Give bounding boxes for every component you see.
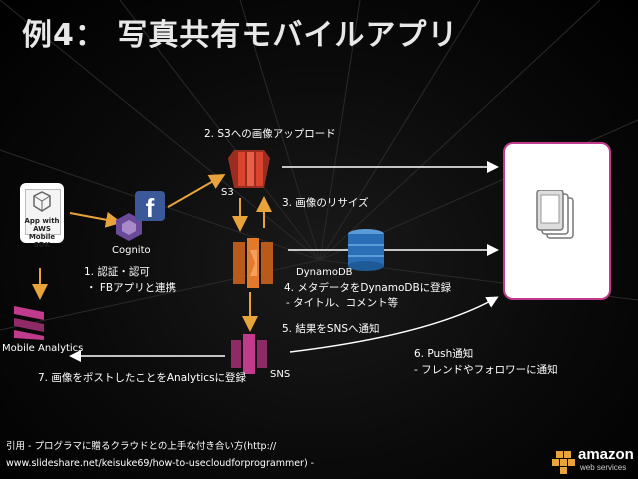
dynamodb-icon [348, 229, 384, 271]
step5-note: 5. 結果をSNSへ通知 [282, 323, 380, 335]
arrow-sns-to-device [289, 296, 499, 353]
step4-line2: - タイトル、コメント等 [286, 297, 399, 309]
step2-note: 2. S3への画像アップロード [204, 128, 336, 140]
lambda-icon [233, 238, 273, 288]
citation-line1: 引用 - プログラマに贈るクラウドとの上手な付き合い方(http:// [6, 441, 277, 452]
step1-line1: 1. 認証・認可 [84, 266, 150, 278]
devices-box [503, 142, 611, 300]
aws-logo-sub: web services [580, 463, 627, 472]
aws-cubes-icon [552, 451, 575, 474]
step6-line1: 6. Push通知 [414, 348, 474, 360]
devices-icon [536, 190, 574, 239]
facebook-icon: f [135, 191, 165, 223]
step3-note: 3. 画像のリサイズ [282, 197, 369, 209]
step1-line2: ・ FBアプリと連携 [86, 282, 177, 294]
cube-icon [33, 191, 51, 212]
mobile-analytics-icon [14, 306, 44, 340]
dynamodb-label: DynamoDB [296, 267, 353, 278]
aws-logo-word: amazon [578, 446, 634, 463]
sns-label: SNS [270, 369, 291, 380]
cognito-label: Cognito [112, 245, 151, 256]
mobile-analytics-label: Mobile Analytics [2, 343, 84, 354]
step7-note: 7. 画像をポストしたことをAnalyticsに登録 [38, 372, 247, 384]
arrow-app-to-cognito [69, 211, 122, 228]
sns-icon [231, 334, 267, 374]
step4-line1: 4. メタデータをDynamoDBに登録 [284, 282, 452, 294]
slide-title: 例4： 写真共有モバイルアプリ [22, 18, 459, 53]
s3-bucket-icon [228, 150, 270, 188]
aws-logo: amazon web services [550, 446, 634, 475]
arrow-fb-to-s3 [167, 174, 226, 208]
citation-line2: www.slideshare.net/keisuke69/how-to-usec… [6, 458, 315, 469]
step6-line2: - フレンドやフォロワーに通知 [414, 364, 558, 376]
s3-label: S3 [221, 187, 234, 198]
